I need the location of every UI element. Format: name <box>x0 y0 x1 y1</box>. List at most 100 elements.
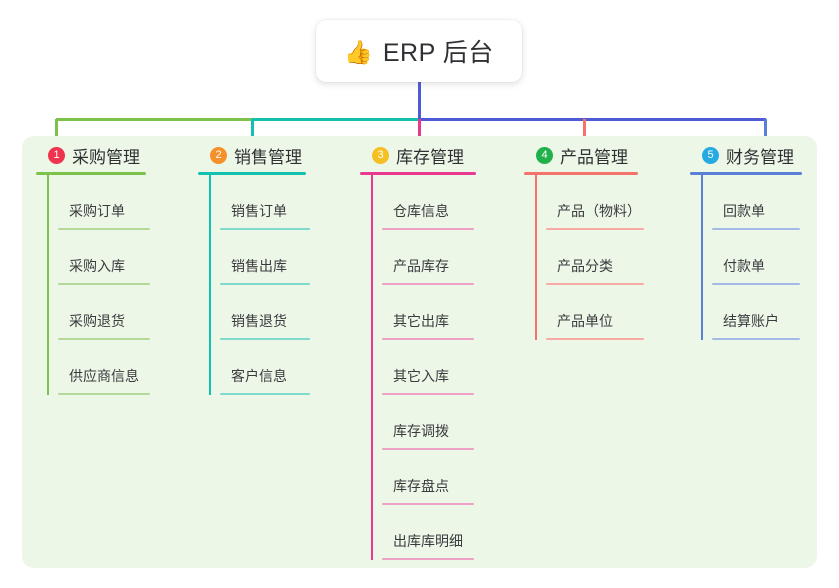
branch-spine-4 <box>535 175 537 340</box>
branch-column-1: 1 采购管理采购订单采购入库采购退货供应商信息 <box>36 142 150 395</box>
branches-panel <box>22 136 817 568</box>
branch-item-rule <box>382 228 474 230</box>
branch-number-badge-1: 1 <box>48 146 65 164</box>
branch-item-rule <box>220 228 310 230</box>
branch-item-label: 销售退货 <box>231 313 287 329</box>
branch-header-1[interactable]: 1 采购管理 <box>36 142 146 168</box>
branch-header-3[interactable]: 3 库存管理 <box>360 142 476 168</box>
branch-title-2: 销售管理 <box>234 147 302 167</box>
branch-item-label: 其它出库 <box>393 313 449 329</box>
branch-items-4: 产品（物料） 产品分类产品单位 <box>524 175 644 340</box>
branch-item[interactable]: 其它入库 <box>371 340 476 395</box>
branch-number-badge-3: 3 <box>372 146 389 164</box>
branch-item[interactable]: 产品分类 <box>535 230 644 285</box>
branch-title-4: 产品管理 <box>560 147 628 167</box>
branch-item-label: 出库库明细 <box>393 533 463 549</box>
branch-header-rule-3 <box>360 172 476 175</box>
branch-item-label: 采购入库 <box>69 258 125 274</box>
branch-item-rule <box>382 393 474 395</box>
branch-column-5: 5 财务管理回款单付款单结算账户 <box>690 142 802 340</box>
branch-item-rule <box>58 393 150 395</box>
branch-item-rule <box>220 283 310 285</box>
branch-item[interactable]: 销售订单 <box>209 175 310 230</box>
branch-item-rule <box>712 228 800 230</box>
branch-item-label: 产品库存 <box>393 258 449 274</box>
branch-item[interactable]: 回款单 <box>701 175 802 230</box>
branch-item[interactable]: 其它出库 <box>371 285 476 340</box>
branch-header-4[interactable]: 4 产品管理 <box>524 142 638 168</box>
branch-column-2: 2 销售管理销售订单销售出库销售退货客户信息 <box>198 142 310 395</box>
branch-item[interactable]: 付款单 <box>701 230 802 285</box>
branch-item-label: 销售出库 <box>231 258 287 274</box>
branch-item-label: 产品单位 <box>557 313 613 329</box>
branch-items-5: 回款单付款单结算账户 <box>690 175 802 340</box>
branch-item-label: 付款单 <box>723 258 765 274</box>
branch-item[interactable]: 销售退货 <box>209 285 310 340</box>
branch-header-rule-5 <box>690 172 802 175</box>
branch-title-3: 库存管理 <box>396 147 464 167</box>
branch-spine-1 <box>47 175 49 395</box>
branch-number-badge-4: 4 <box>536 146 553 164</box>
branch-spine-3 <box>371 175 373 560</box>
branch-item-label: 采购订单 <box>69 203 125 219</box>
branch-item-label: 产品分类 <box>557 258 613 274</box>
branch-item-rule <box>712 283 800 285</box>
branch-item-rule <box>382 338 474 340</box>
branch-number-badge-5: 5 <box>702 146 719 164</box>
branch-item-rule <box>546 228 644 230</box>
branch-column-4: 4 产品管理产品（物料） 产品分类产品单位 <box>524 142 644 340</box>
branch-header-2[interactable]: 2 销售管理 <box>198 142 306 168</box>
branch-item[interactable]: 客户信息 <box>209 340 310 395</box>
branch-item-label: 销售订单 <box>231 203 287 219</box>
branch-item[interactable]: 结算账户 <box>701 285 802 340</box>
branch-item-label: 供应商信息 <box>69 368 139 384</box>
thumbs-up-icon: 👍 <box>344 38 373 65</box>
branch-title-5: 财务管理 <box>726 147 794 167</box>
root-node[interactable]: 👍 ERP 后台 <box>316 20 522 82</box>
branch-item-label: 产品（物料） <box>557 203 641 219</box>
branch-spine-2 <box>209 175 211 395</box>
branch-item-rule <box>58 228 150 230</box>
branch-item-rule <box>382 558 474 560</box>
branch-item-label: 采购退货 <box>69 313 125 329</box>
branch-item-rule <box>58 338 150 340</box>
branch-items-3: 仓库信息产品库存其它出库其它入库库存调拨库存盘点出库库明细 <box>360 175 476 560</box>
branch-item[interactable]: 出库库明细 <box>371 505 476 560</box>
branch-item[interactable]: 产品库存 <box>371 230 476 285</box>
branch-item-rule <box>382 448 474 450</box>
branch-item[interactable]: 采购入库 <box>47 230 150 285</box>
branch-item-label: 库存调拨 <box>393 423 449 439</box>
branch-spine-5 <box>701 175 703 340</box>
branch-item[interactable]: 采购退货 <box>47 285 150 340</box>
branch-column-3: 3 库存管理仓库信息产品库存其它出库其它入库库存调拨库存盘点出库库明细 <box>360 142 476 560</box>
branch-items-1: 采购订单采购入库采购退货供应商信息 <box>36 175 150 395</box>
branch-item-label: 其它入库 <box>393 368 449 384</box>
branch-item-rule <box>712 338 800 340</box>
branch-item-label: 库存盘点 <box>393 478 449 494</box>
branch-number-badge-2: 2 <box>210 146 227 164</box>
branch-item[interactable]: 采购订单 <box>47 175 150 230</box>
branch-item[interactable]: 产品（物料） <box>535 175 644 230</box>
root-node-title: ERP 后台 <box>382 39 494 67</box>
branch-item[interactable]: 库存盘点 <box>371 450 476 505</box>
branch-item[interactable]: 库存调拨 <box>371 395 476 450</box>
branch-header-5[interactable]: 5 财务管理 <box>690 142 802 168</box>
branch-item-rule <box>220 393 310 395</box>
branch-item-rule <box>220 338 310 340</box>
branch-header-rule-4 <box>524 172 638 175</box>
branch-item[interactable]: 供应商信息 <box>47 340 150 395</box>
branch-header-rule-1 <box>36 172 146 175</box>
branch-header-rule-2 <box>198 172 306 175</box>
branch-item[interactable]: 销售出库 <box>209 230 310 285</box>
branch-item[interactable]: 产品单位 <box>535 285 644 340</box>
branch-item[interactable]: 仓库信息 <box>371 175 476 230</box>
branch-items-2: 销售订单销售出库销售退货客户信息 <box>198 175 310 395</box>
branch-title-1: 采购管理 <box>72 147 140 167</box>
branch-item-label: 回款单 <box>723 203 765 219</box>
branch-item-rule <box>546 338 644 340</box>
branch-item-label: 结算账户 <box>723 313 779 329</box>
branch-item-label: 客户信息 <box>231 368 287 384</box>
branch-item-rule <box>382 283 474 285</box>
branch-item-rule <box>546 283 644 285</box>
